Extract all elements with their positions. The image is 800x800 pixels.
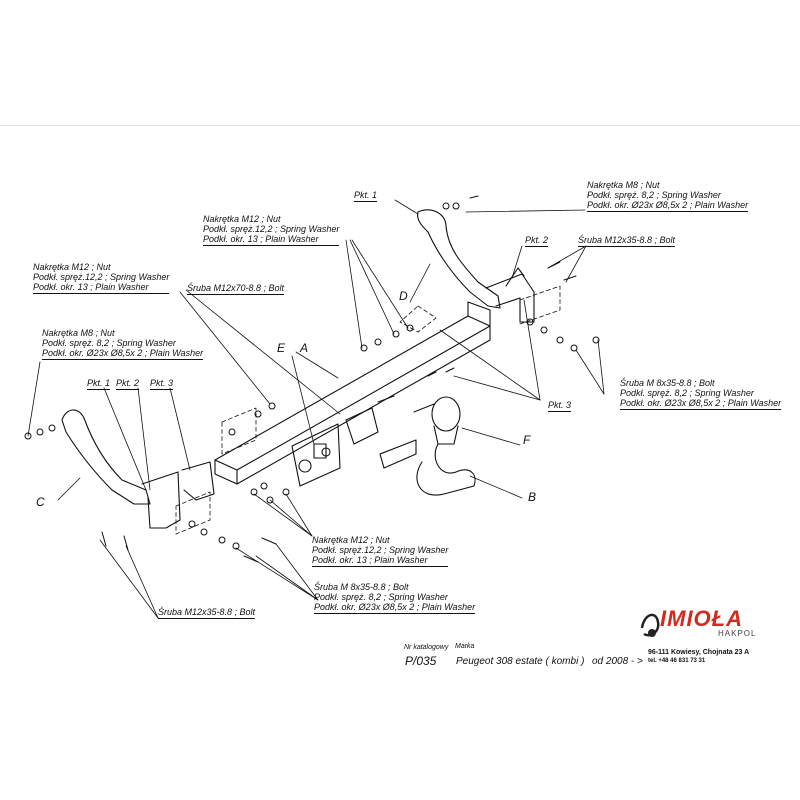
label-line: Podkł. spręż. 8,2 ; Spring Washer — [587, 190, 721, 200]
part-letter-c: C — [36, 495, 45, 509]
catalog-number: P/035 — [405, 654, 437, 668]
label-line: Nakrętka M8 ; Nut — [587, 180, 660, 190]
part-letter-d: D — [399, 289, 408, 303]
part-letter-e: E — [277, 341, 286, 355]
label-line: Pkt. 2 — [116, 378, 140, 388]
left-bracket — [61, 409, 215, 529]
label-nut-m12-left: Nakrętka M12 ; Nut Podkł. spręż.12,2 ; S… — [33, 262, 170, 294]
label-pkt2-right: Pkt. 2 — [525, 235, 549, 247]
company-phone: tel. +48 46 831 73 31 — [648, 658, 706, 664]
label-line: Podkł. okr. Ø23x Ø8,5x 2 ; Plain Washer — [620, 398, 782, 408]
label-bolt-m12x70: Śruba M12x70-8.8 ; Bolt — [187, 283, 285, 295]
label-line: Śruba M12x70-8.8 ; Bolt — [187, 283, 285, 293]
label-line: Podkł. spręż. 8,2 ; Spring Washer — [42, 338, 176, 348]
label-nut-m12-bottom: Nakrętka M12 ; Nut Podkł. spręż.12,2 ; S… — [312, 535, 449, 567]
label-bolt-m8-right: Śruba M 8x35-8.8 ; Bolt Podkł. spręż. 8,… — [620, 378, 782, 410]
part-letter-a: A — [300, 341, 309, 355]
label-bolt-m12x35-right: Śruba M12x35-8.8 ; Bolt — [578, 235, 676, 247]
label-line: Podkł. spręż. 8,2 ; Spring Washer — [620, 388, 754, 398]
label-line: Podkł. okr. 13 ; Plain Washer — [33, 282, 149, 292]
label-line: Nakrętka M12 ; Nut — [203, 214, 281, 224]
label-line: Podkł. okr. 13 ; Plain Washer — [203, 234, 319, 244]
label-line: Pkt. 1 — [354, 190, 378, 200]
label-line: Podkł. spręż.12,2 ; Spring Washer — [203, 224, 340, 234]
label-line: Śruba M 8x35-8.8 ; Bolt — [620, 378, 715, 388]
label-line: Pkt. 2 — [525, 235, 549, 245]
part-letter-b: B — [528, 490, 537, 504]
label-pkt1-right: Pkt. 1 — [354, 190, 378, 202]
main-crossbar — [214, 301, 491, 485]
part-letter-f: F — [523, 433, 531, 447]
label-pkt1-left: Pkt. 1 — [87, 378, 111, 390]
label-line: Nakrętka M8 ; Nut — [42, 328, 115, 338]
label-pkt2-left: Pkt. 2 — [116, 378, 140, 390]
label-line: Podkł. spręż.12,2 ; Spring Washer — [33, 272, 170, 282]
brand-label: Marka — [455, 643, 475, 650]
label-line: Śruba M12x35-8.8 ; Bolt — [578, 235, 676, 245]
company-address: 96-111 Kowiesy, Chojnata 23 A — [648, 649, 750, 656]
label-line: Podkł. spręż.12,2 ; Spring Washer — [312, 545, 449, 555]
label-line: Śruba M 8x35-8.8 ; Bolt — [314, 582, 409, 592]
label-nut-m8-left: Nakrętka M8 ; Nut Podkł. spręż. 8,2 ; Sp… — [42, 328, 204, 360]
hardware-hints — [175, 285, 561, 535]
right-bracket — [417, 209, 535, 323]
production-year: od 2008 - > — [592, 656, 643, 667]
tow-ball — [416, 396, 476, 496]
label-bolt-m8-bottom: Śruba M 8x35-8.8 ; Bolt Podkł. spręż. 8,… — [314, 582, 476, 614]
leader-lines — [27, 199, 605, 619]
label-line: Pkt. 3 — [548, 400, 572, 410]
label-line: Podkł. okr. Ø23x Ø8,5x 2 ; Plain Washer — [42, 348, 204, 358]
label-pkt3-right: Pkt. 3 — [548, 400, 572, 412]
label-line: Podkł. okr. 13 ; Plain Washer — [312, 555, 428, 565]
socket-plate — [291, 423, 341, 487]
label-line: Pkt. 1 — [87, 378, 111, 388]
imiola-logo-icon — [640, 613, 660, 637]
top-divider — [0, 125, 800, 126]
bolts-and-washers — [24, 195, 600, 563]
ball-mount — [345, 407, 417, 469]
label-line: Nakrętka M12 ; Nut — [312, 535, 390, 545]
label-bolt-m12x35-left: Śruba M12x35-8.8 ; Bolt — [158, 607, 256, 619]
label-nut-m12-center: Nakrętka M12 ; Nut Podkł. spręż.12,2 ; S… — [203, 214, 340, 246]
label-line: Podkł. spręż. 8,2 ; Spring Washer — [314, 592, 448, 602]
brand-subtitle: HAKPOL — [718, 629, 757, 638]
label-line: Podkł. okr. Ø23x Ø8,5x 2 ; Plain Washer — [587, 200, 749, 210]
label-line: Śruba M12x35-8.8 ; Bolt — [158, 607, 256, 617]
label-line: Pkt. 3 — [150, 378, 174, 388]
catalog-number-label: Nr katalogowy — [404, 644, 449, 651]
label-nut-m8-right: Nakrętka M8 ; Nut Podkł. spręż. 8,2 ; Sp… — [587, 180, 749, 212]
label-line: Nakrętka M12 ; Nut — [33, 262, 111, 272]
label-line: Podkł. okr. Ø23x Ø8,5x 2 ; Plain Washer — [314, 602, 476, 612]
brand-name: IMIOŁA — [660, 606, 743, 631]
vehicle-model: Peugeot 308 estate ( kombi ) — [456, 656, 585, 667]
label-pkt3-left: Pkt. 3 — [150, 378, 174, 390]
